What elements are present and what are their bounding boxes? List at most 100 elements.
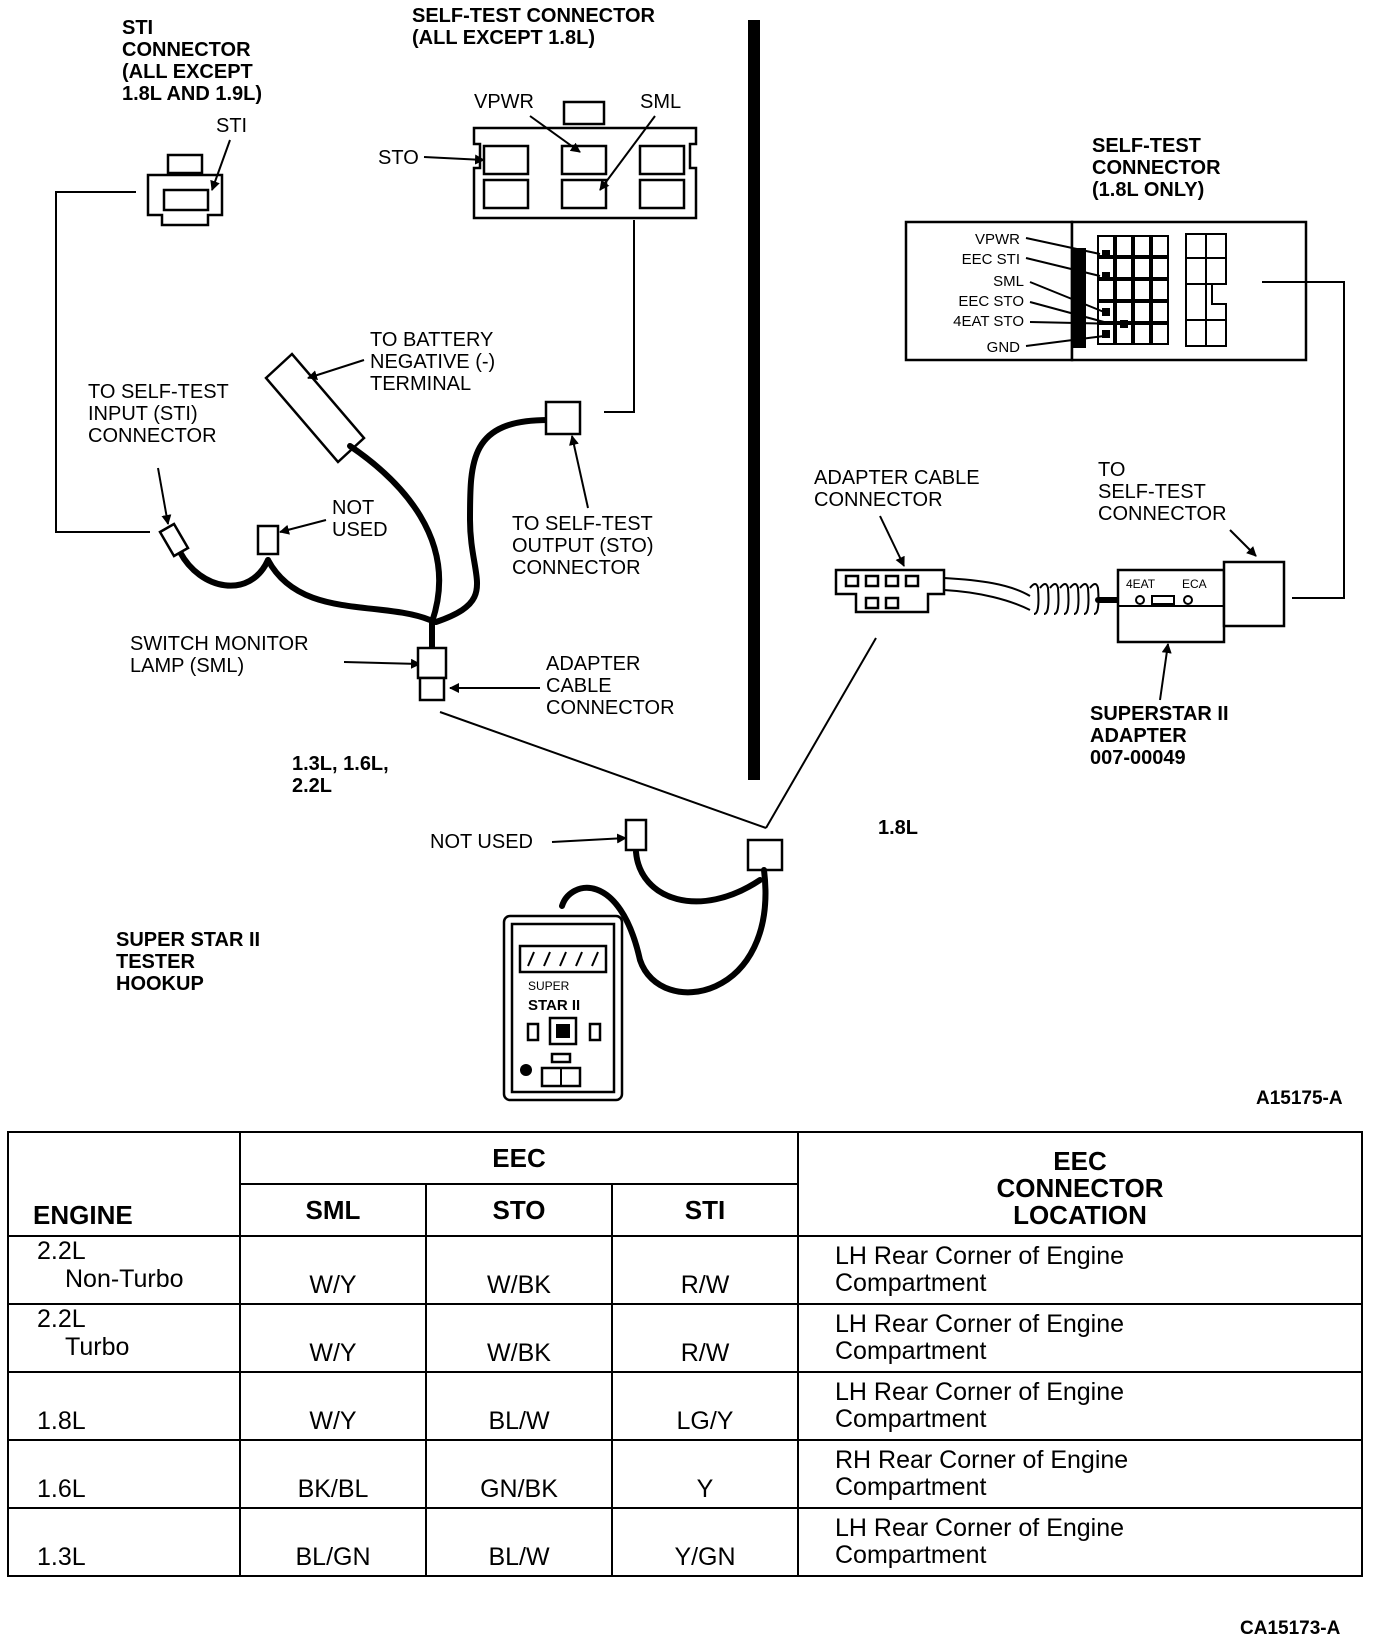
col-sto: STO <box>425 1183 613 1237</box>
to-sti-label: TO SELF-TEST INPUT (STI) CONNECTOR <box>88 381 229 447</box>
col-sml: SML <box>239 1183 427 1237</box>
table-row: 1.8L W/Y BL/W LG/Y LH Rear Corner of Eng… <box>7 1371 1363 1441</box>
svg-text:SML: SML <box>993 273 1024 290</box>
adapter-cable-connector-left <box>416 646 448 702</box>
svg-text:SELF-TEST CONNECTOR: SELF-TEST CONNECTOR <box>412 5 656 27</box>
battery-clip <box>264 352 366 464</box>
harness-cable-battery <box>347 443 443 625</box>
tester-cable-b <box>559 867 769 996</box>
sto-label: STO <box>378 147 419 169</box>
svg-text:TESTER: TESTER <box>116 951 195 973</box>
svg-text:STI: STI <box>122 17 153 39</box>
not-used-plug-2 <box>624 818 648 852</box>
svg-text:CONNECTOR: CONNECTOR <box>122 39 251 61</box>
svg-text:ADAPTER CABLE: ADAPTER CABLE <box>814 467 980 489</box>
divider-bar <box>748 20 760 780</box>
figure-code: A15175-A <box>1256 1088 1343 1109</box>
svg-text:CONNECTOR: CONNECTOR <box>512 557 641 579</box>
tester-hookup-label: SUPER STAR II TESTER HOOKUP <box>116 929 260 995</box>
svg-text:1.8L AND 1.9L): 1.8L AND 1.9L) <box>122 83 262 105</box>
self-test-connector-label: SELF-TEST CONNECTOR (ALL EXCEPT 1.8L) <box>412 5 656 49</box>
svg-text:1.3L, 1.6L,: 1.3L, 1.6L, <box>292 753 389 775</box>
svg-text:TO SELF-TEST: TO SELF-TEST <box>512 513 653 535</box>
not-used-plug-1 <box>256 524 280 556</box>
col-sti: STI <box>611 1183 799 1237</box>
superstar-adapter-label: SUPERSTAR II ADAPTER 007-00049 <box>1090 703 1229 769</box>
harness-cable-sto <box>433 417 551 625</box>
svg-text:2.2L: 2.2L <box>292 775 332 797</box>
svg-text:(1.8L ONLY): (1.8L ONLY) <box>1092 179 1204 201</box>
tester-cable-a <box>633 849 763 905</box>
engine-18-label: 1.8L <box>878 817 918 839</box>
svg-text:TO BATTERY: TO BATTERY <box>370 329 493 351</box>
superstar-adapter: 4EAT ECA <box>1116 560 1286 644</box>
svg-text:ECA: ECA <box>1182 577 1207 591</box>
svg-text:SUPERSTAR II: SUPERSTAR II <box>1090 703 1229 725</box>
adapter-cable-right-label: ADAPTER CABLE CONNECTOR <box>814 467 980 511</box>
svg-text:SWITCH MONITOR: SWITCH MONITOR <box>130 633 309 655</box>
super-star-ii-hookup-diagram: STI CONNECTOR (ALL EXCEPT 1.8L AND 1.9L)… <box>55 5 1345 1102</box>
svg-text:LAMP (SML): LAMP (SML) <box>130 655 244 677</box>
adapter-cable-coil <box>1029 583 1100 615</box>
svg-text:STAR II: STAR II <box>528 997 580 1014</box>
table-row: 1.3L BL/GN BL/W Y/GN LH Rear Corner of E… <box>7 1507 1363 1577</box>
svg-text:NEGATIVE (-): NEGATIVE (-) <box>370 351 495 373</box>
sti-connector-label: STI CONNECTOR (ALL EXCEPT 1.8L AND 1.9L) <box>122 17 262 105</box>
eec-connector-table: ENGINE EEC EEC CONNECTOR LOCATION SML ST… <box>7 1131 1363 1577</box>
page-code: CA15173-A <box>1240 1618 1341 1639</box>
eec-header: EEC <box>239 1131 799 1185</box>
sml-lamp-label: SWITCH MONITOR LAMP (SML) <box>130 633 309 677</box>
svg-text:SUPER: SUPER <box>528 979 570 993</box>
svg-text:EEC STI: EEC STI <box>962 251 1020 268</box>
svg-text:NOT: NOT <box>332 497 374 519</box>
svg-text:TERMINAL: TERMINAL <box>370 373 471 395</box>
svg-text:CONNECTOR: CONNECTOR <box>1098 503 1227 525</box>
harness-cable-sti <box>177 549 271 589</box>
adapter-cable-connector-right <box>834 568 946 614</box>
vpwr-label: VPWR <box>474 91 534 113</box>
svg-text:ADAPTER: ADAPTER <box>1090 725 1187 747</box>
svg-text:USED: USED <box>332 519 388 541</box>
svg-text:SUPER STAR II: SUPER STAR II <box>116 929 260 951</box>
tester-cable-plug <box>746 838 784 872</box>
table-row: 1.6L BK/BL GN/BK Y RH Rear Corner of Eng… <box>7 1439 1363 1509</box>
pins-18-leaders <box>1025 237 1123 347</box>
to-self-test-right-label: TO SELF-TEST CONNECTOR <box>1098 459 1227 525</box>
location-header: EEC CONNECTOR LOCATION <box>797 1131 1363 1237</box>
not-used-label-1: NOT USED <box>332 497 388 541</box>
svg-text:007-00049: 007-00049 <box>1090 747 1186 769</box>
harness-cable-mid <box>265 557 433 623</box>
svg-text:TO SELF-TEST: TO SELF-TEST <box>88 381 229 403</box>
to-sto-label: TO SELF-TEST OUTPUT (STO) CONNECTOR <box>512 513 653 579</box>
sml-label: SML <box>640 91 681 113</box>
engine-header: ENGINE <box>7 1131 241 1237</box>
not-used-label-2: NOT USED <box>430 831 533 853</box>
sti-lead-plug <box>158 522 190 558</box>
sto-lead-plug <box>544 400 582 436</box>
svg-text:CABLE: CABLE <box>546 675 612 697</box>
svg-text:INPUT (STI): INPUT (STI) <box>88 403 198 425</box>
svg-text:EEC STO: EEC STO <box>958 293 1024 310</box>
pins-18-labels: VPWR EEC STI SML EEC STO 4EAT STO GND <box>953 231 1024 356</box>
sti-connector <box>146 153 224 227</box>
svg-text:VPWR: VPWR <box>975 231 1020 248</box>
svg-text:TO: TO <box>1098 459 1125 481</box>
svg-text:OUTPUT (STO): OUTPUT (STO) <box>512 535 653 557</box>
self-test-18-label: SELF-TEST CONNECTOR (1.8L ONLY) <box>1092 135 1221 201</box>
svg-text:SELF-TEST: SELF-TEST <box>1092 135 1201 157</box>
svg-text:(ALL EXCEPT: (ALL EXCEPT <box>122 61 253 83</box>
svg-text:CONNECTOR: CONNECTOR <box>1092 157 1221 179</box>
svg-text:HOOKUP: HOOKUP <box>116 973 204 995</box>
svg-text:ADAPTER: ADAPTER <box>546 653 640 675</box>
to-battery-label: TO BATTERY NEGATIVE (-) TERMINAL <box>370 329 495 395</box>
svg-text:4EAT STO: 4EAT STO <box>953 313 1024 330</box>
self-test-connector-18 <box>904 220 1308 362</box>
svg-text:SELF-TEST: SELF-TEST <box>1098 481 1206 503</box>
svg-text:GND: GND <box>987 339 1021 356</box>
super-star-ii-tester: SUPER STAR II <box>502 914 624 1102</box>
adapter-cable-left-label: ADAPTER CABLE CONNECTOR <box>546 653 675 719</box>
adapter-cable-right <box>943 577 1031 611</box>
svg-text:4EAT: 4EAT <box>1126 577 1156 591</box>
